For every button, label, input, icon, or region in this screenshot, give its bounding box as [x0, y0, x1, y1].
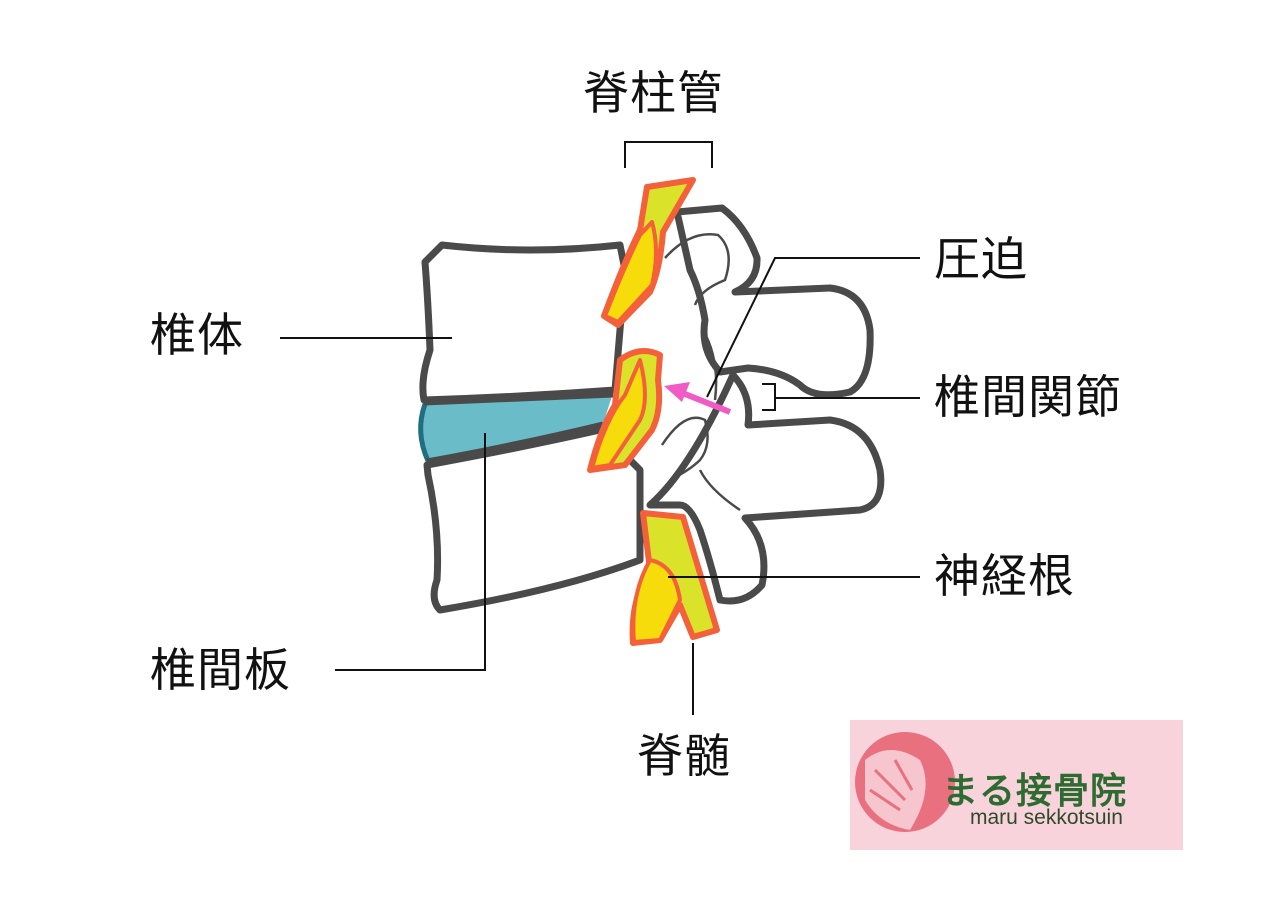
label-vertebral-body: 椎体	[150, 308, 244, 362]
disc-bottom-edge	[426, 421, 604, 466]
disc-front-edge	[418, 403, 431, 463]
logo-name: まる接骨院	[942, 771, 1128, 812]
leaf-logo-icon	[855, 732, 955, 832]
upper-vertebral-body	[419, 241, 629, 404]
compression-leader	[706, 257, 920, 398]
logo-romaji: maru sekkotsuin	[970, 806, 1123, 829]
upper-nerve-root	[603, 220, 658, 324]
label-nerve-root: 神経根	[934, 549, 1075, 603]
upper-spinous-process	[673, 204, 874, 399]
clinic-logo: まる接骨院 maru sekkotsuin	[850, 720, 1183, 850]
label-intervertebral-disc: 椎間板	[150, 643, 291, 697]
spinal-canal-bracket	[624, 141, 713, 168]
lower-nerve-root	[631, 558, 682, 644]
disc-leader	[335, 433, 486, 671]
label-compression: 圧迫	[934, 232, 1028, 286]
facet-detail-lines	[660, 233, 741, 512]
disc-top-edge	[423, 390, 614, 406]
label-spinal-canal: 脊柱管	[583, 66, 724, 120]
compression-arrow-icon	[664, 382, 732, 415]
intervertebral-disc-shape	[420, 396, 612, 461]
label-facet-joint: 椎間関節	[934, 370, 1122, 424]
facet-joint-leader	[762, 383, 920, 411]
label-spinal-cord: 脊髄	[637, 729, 731, 783]
middle-nerve-root	[590, 358, 647, 470]
